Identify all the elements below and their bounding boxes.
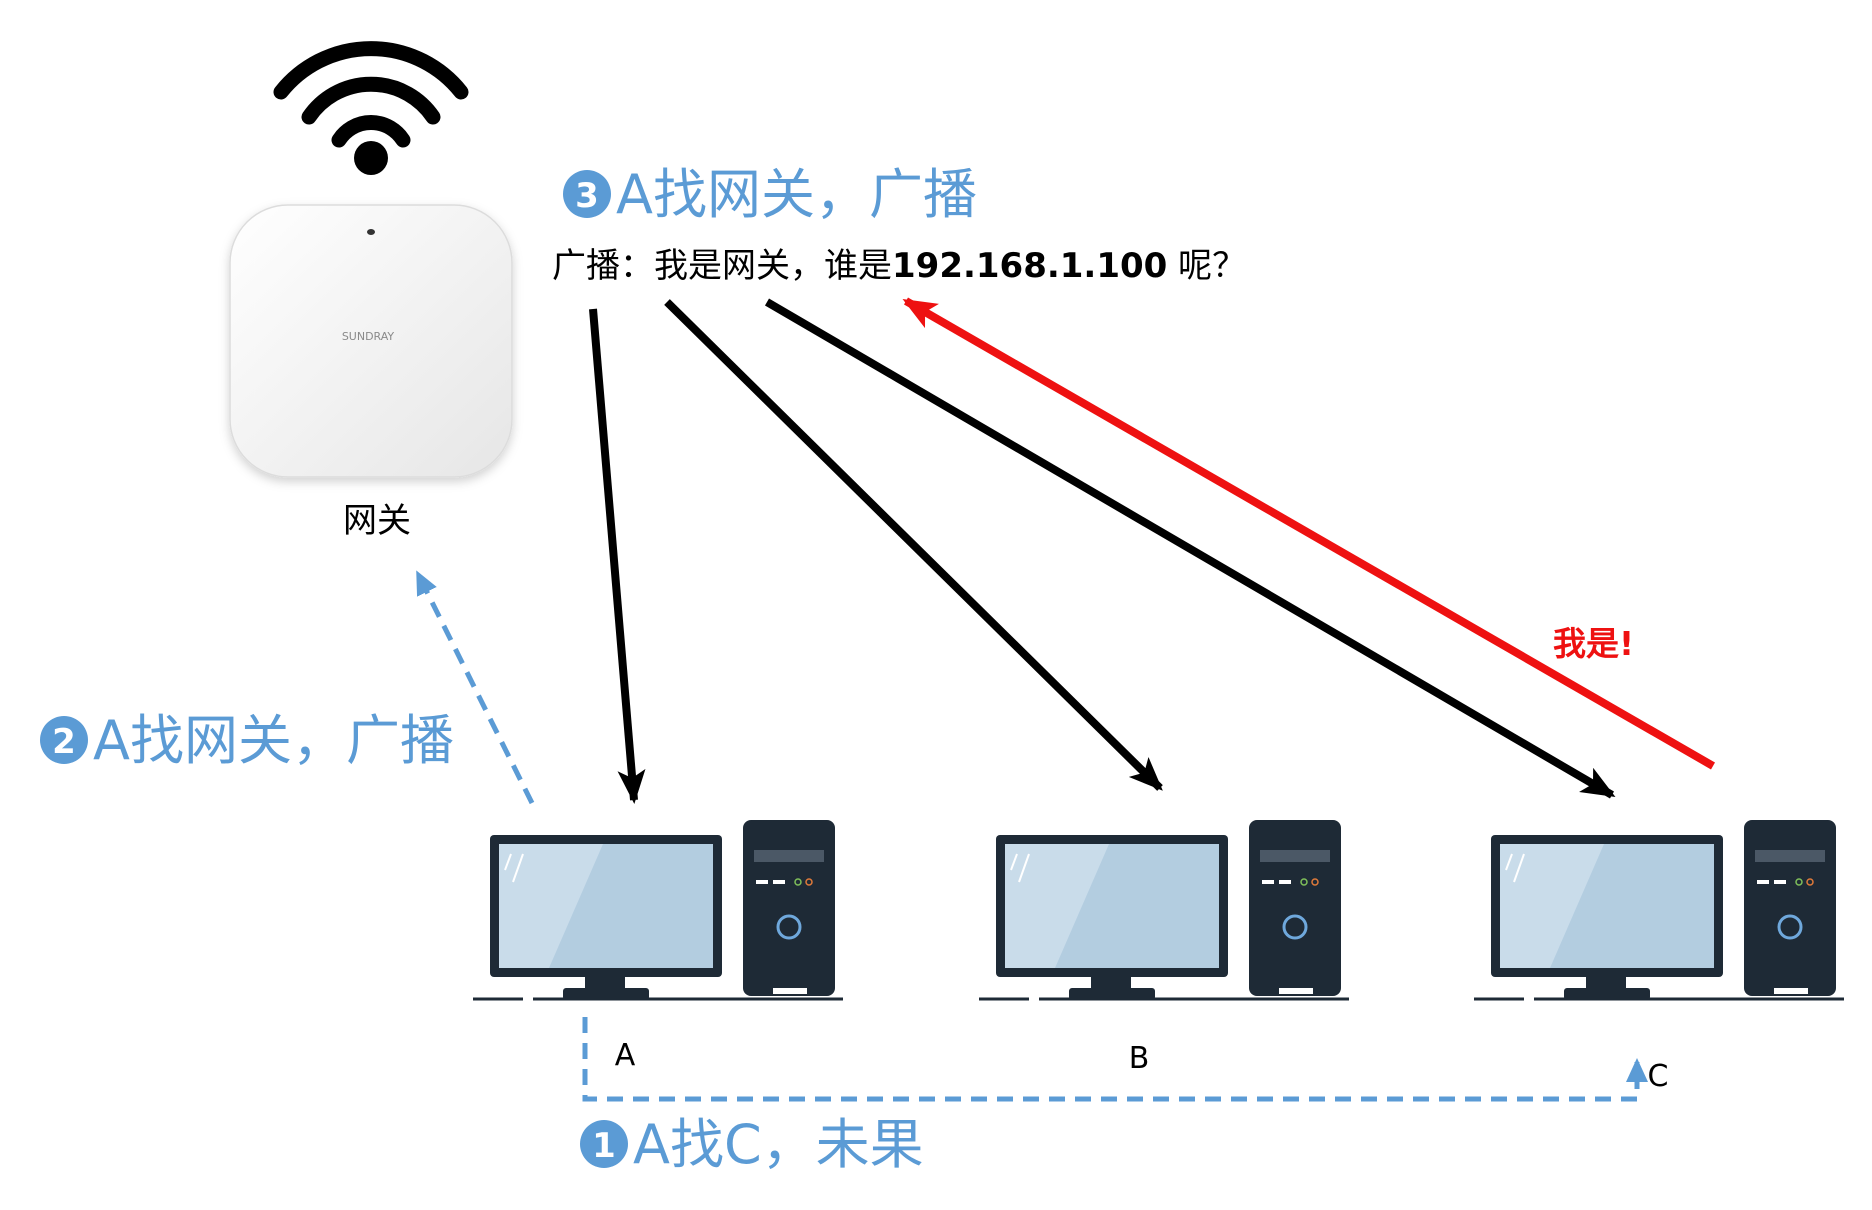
computer-b: B (979, 820, 1349, 1076)
broadcast-ip: 192.168.1.100 (892, 246, 1167, 286)
step3-badge: 3 (575, 176, 599, 216)
step1-caption: 1 A找C，未果 (580, 1113, 924, 1176)
desktop-computer-icon (473, 820, 843, 1001)
computer-label-b: B (1129, 1041, 1150, 1076)
step2-badge-circle (40, 716, 88, 764)
step1-dashed-path (582, 1017, 1648, 1102)
step2-caption: 2 A找网关，广播 (40, 709, 454, 772)
computer-label-a: A (615, 1038, 636, 1073)
reply-label: 我是! (1553, 624, 1634, 663)
gateway-brand: SUNDRAY (342, 330, 395, 343)
step3-caption: 3 A找网关，广播 (563, 163, 977, 226)
desktop-computer-icon (979, 820, 1349, 1001)
wifi-access-point-icon: SUNDRAY (229, 204, 513, 478)
wifi-icon (273, 41, 469, 175)
computer-label-c: C (1648, 1059, 1669, 1094)
step3-badge-circle (563, 170, 611, 218)
broadcast-message: 广播：我是网关，谁是192.168.1.100 呢？ (552, 246, 1246, 286)
step2-text: A找网关，广播 (93, 709, 454, 772)
broadcast-arrow-to-b (664, 299, 1163, 791)
desktop-computer-icon (1474, 820, 1844, 1001)
step1-badge-circle (580, 1120, 628, 1168)
step3-text: A找网关，广播 (616, 163, 977, 226)
step2-badge: 2 (52, 722, 76, 762)
gateway-label: 网关 (343, 501, 411, 541)
step1-badge: 1 (592, 1126, 616, 1166)
step1-text: A找C，未果 (633, 1113, 924, 1176)
broadcast-arrow-to-c (764, 298, 1616, 799)
broadcast-suffix: 呢？ (1167, 246, 1246, 286)
reply-arrow (902, 297, 1715, 770)
gateway: SUNDRAY 网关 (229, 41, 513, 541)
broadcast-arrow-to-a (589, 308, 646, 804)
computer-a: A (473, 820, 843, 1073)
broadcast-prefix: 广播：我是网关，谁是 (552, 246, 892, 286)
step2-dashed-arrow (415, 570, 535, 805)
computer-c: C (1474, 820, 1844, 1094)
